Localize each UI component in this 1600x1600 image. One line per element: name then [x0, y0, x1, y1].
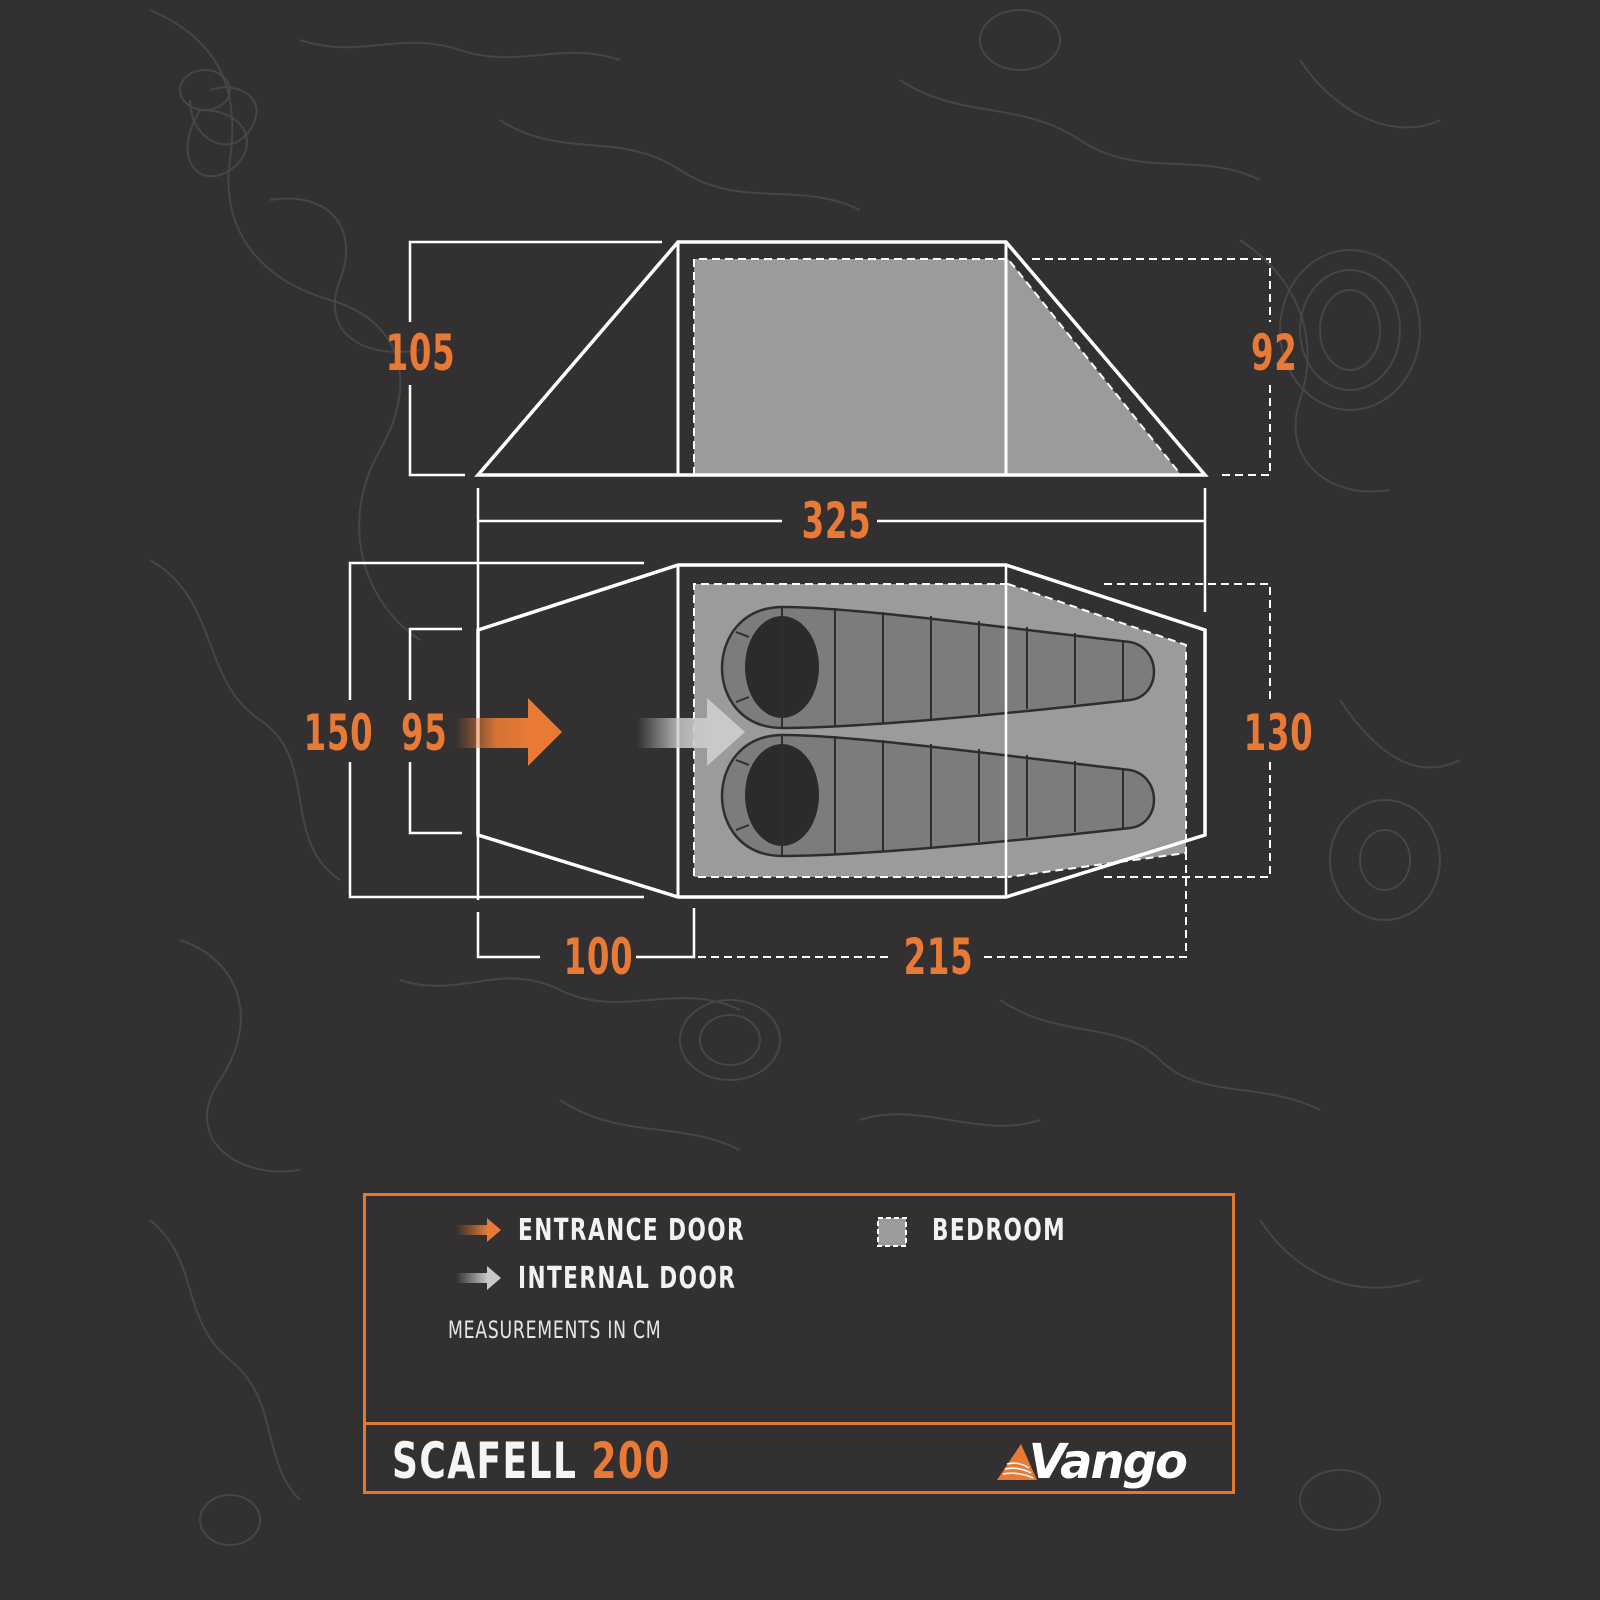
dim-entrance-width: 95	[401, 704, 448, 762]
legend-divider	[366, 1422, 1232, 1425]
dim-total-width: 150	[303, 704, 374, 762]
orange-arrow-icon	[456, 1218, 501, 1242]
side-bedroom-fill	[694, 259, 1181, 475]
dim-total-length: 325	[801, 492, 872, 550]
sleeping-bag-bottom	[720, 733, 1156, 858]
measurements-note: MEASUREMENTS IN CM	[448, 1316, 662, 1344]
product-model: 200	[591, 1432, 671, 1490]
internal-door-arrow-icon	[637, 698, 745, 766]
dim-inner-height: 92	[1251, 324, 1298, 382]
dim-max-height: 105	[385, 324, 456, 382]
dim-porch-length: 100	[563, 928, 634, 986]
vango-triangle-icon	[996, 1444, 1037, 1480]
legend-internal-door: INTERNAL DOOR	[518, 1261, 737, 1296]
product-name: SCAFELL	[392, 1432, 578, 1490]
brand-name: Vango	[1028, 1434, 1188, 1490]
sleeping-bag-top	[720, 605, 1156, 730]
grey-arrow-icon	[456, 1266, 501, 1290]
product-title: SCAFELL 200	[392, 1436, 671, 1486]
dim-bedroom-length: 215	[903, 928, 974, 986]
legend-panel: ENTRANCE DOOR INTERNAL DOOR MEASUREMENTS…	[363, 1193, 1235, 1494]
brand-logo: Vango	[995, 1432, 1188, 1492]
dim-bedroom-width: 130	[1243, 704, 1314, 762]
legend-entrance-door: ENTRANCE DOOR	[518, 1213, 746, 1248]
bedroom-swatch-icon	[877, 1217, 907, 1247]
side-view	[408, 240, 1271, 477]
legend-bedroom: BEDROOM	[932, 1213, 1067, 1248]
plan-view	[348, 561, 1271, 959]
entrance-door-arrow-icon	[455, 698, 562, 766]
